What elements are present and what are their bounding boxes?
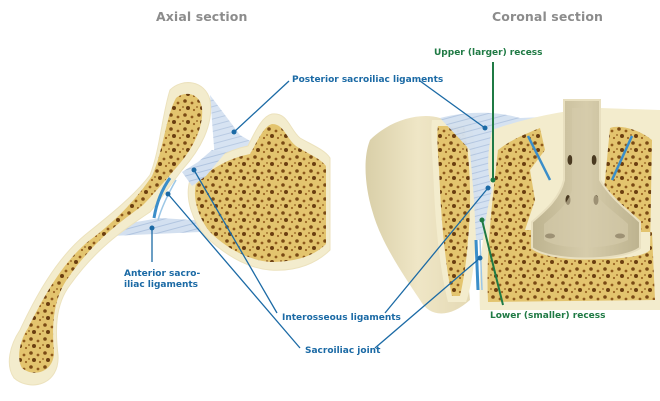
axial-section-illustration bbox=[8, 82, 331, 386]
anterior-sacroiliac-ligaments-label: Anterior sacro- iliac ligaments bbox=[124, 269, 201, 291]
green-leader-dots bbox=[479, 177, 496, 223]
anterior-label-line1: Anterior sacro- bbox=[124, 269, 201, 279]
sacroiliac-joint-label: Sacroiliac joint bbox=[305, 346, 381, 356]
anterior-label-line2: iliac ligaments bbox=[124, 280, 199, 290]
posterior-sacroiliac-ligaments-label: Posterior sacroiliac ligaments bbox=[292, 75, 444, 85]
coronal-section-illustration bbox=[365, 99, 660, 314]
upper-recess-label: Upper (larger) recess bbox=[434, 48, 543, 58]
green-leader-lines bbox=[481, 62, 504, 306]
coronal-section-title: Coronal section bbox=[492, 9, 604, 24]
interosseous-ligaments-label: Interosseous ligaments bbox=[282, 313, 401, 323]
blue-leader-lines bbox=[151, 80, 489, 349]
lower-recess-label: Lower (smaller) recess bbox=[490, 311, 606, 321]
blue-leader-dots bbox=[149, 125, 491, 261]
axial-section-title: Axial section bbox=[156, 9, 248, 24]
